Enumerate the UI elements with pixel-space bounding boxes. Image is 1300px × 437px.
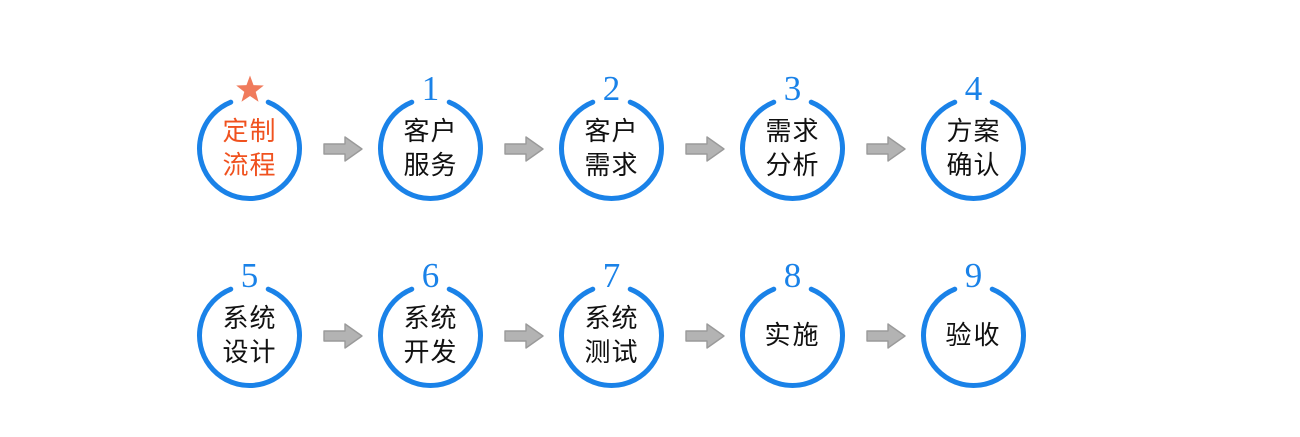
node-step-number: 6: [377, 249, 484, 293]
node-step-number: 7: [558, 249, 665, 293]
node-ring-icon: [739, 282, 846, 389]
star-icon-glyph: [235, 75, 265, 104]
node-ring-icon: [920, 95, 1027, 202]
flow-connector: [489, 249, 558, 389]
node-ring-icon: [920, 282, 1027, 389]
node-ring-icon: [196, 95, 303, 202]
flow-connector: [670, 62, 739, 202]
node-ring-icon: [377, 282, 484, 389]
node-step-number: 1: [377, 62, 484, 106]
node-step-number-text: 3: [783, 69, 802, 108]
node-step-number-text: 5: [240, 256, 259, 295]
node-step-number: 3: [739, 62, 846, 106]
node-step-number: 8: [739, 249, 846, 293]
node-step-number-text: 4: [964, 69, 983, 108]
node-step-number: 5: [196, 249, 303, 293]
right-arrow-icon: [684, 322, 725, 350]
node-step-number: 9: [920, 249, 1027, 293]
node-ring-icon: [196, 282, 303, 389]
right-arrow-icon: [503, 135, 544, 163]
node-ring-icon: [558, 95, 665, 202]
node-step-number-text: 7: [602, 256, 621, 295]
flow-connector: [489, 62, 558, 202]
node-ring-icon: [558, 282, 665, 389]
flow-connector: [308, 249, 377, 389]
flow-connector: [670, 249, 739, 389]
node-ring-icon: [377, 95, 484, 202]
right-arrow-icon: [684, 135, 725, 163]
right-arrow-icon: [322, 135, 363, 163]
node-step-number: 2: [558, 62, 665, 106]
flow-connector: [851, 62, 920, 202]
node-step-number-text: 8: [783, 256, 802, 295]
node-step-number-text: 2: [602, 69, 621, 108]
star-icon: [196, 62, 303, 106]
right-arrow-icon: [865, 322, 906, 350]
flow-connector: [851, 249, 920, 389]
right-arrow-icon: [322, 322, 363, 350]
right-arrow-icon: [503, 322, 544, 350]
flow-node-start[interactable]: 定制流程: [196, 62, 308, 202]
node-step-number-text: 6: [421, 256, 440, 295]
node-step-number-text: 9: [964, 256, 983, 295]
node-step-number-text: 1: [421, 69, 440, 108]
flow-connector: [308, 62, 377, 202]
right-arrow-icon: [865, 135, 906, 163]
node-ring-icon: [739, 95, 846, 202]
node-step-number: 4: [920, 62, 1027, 106]
